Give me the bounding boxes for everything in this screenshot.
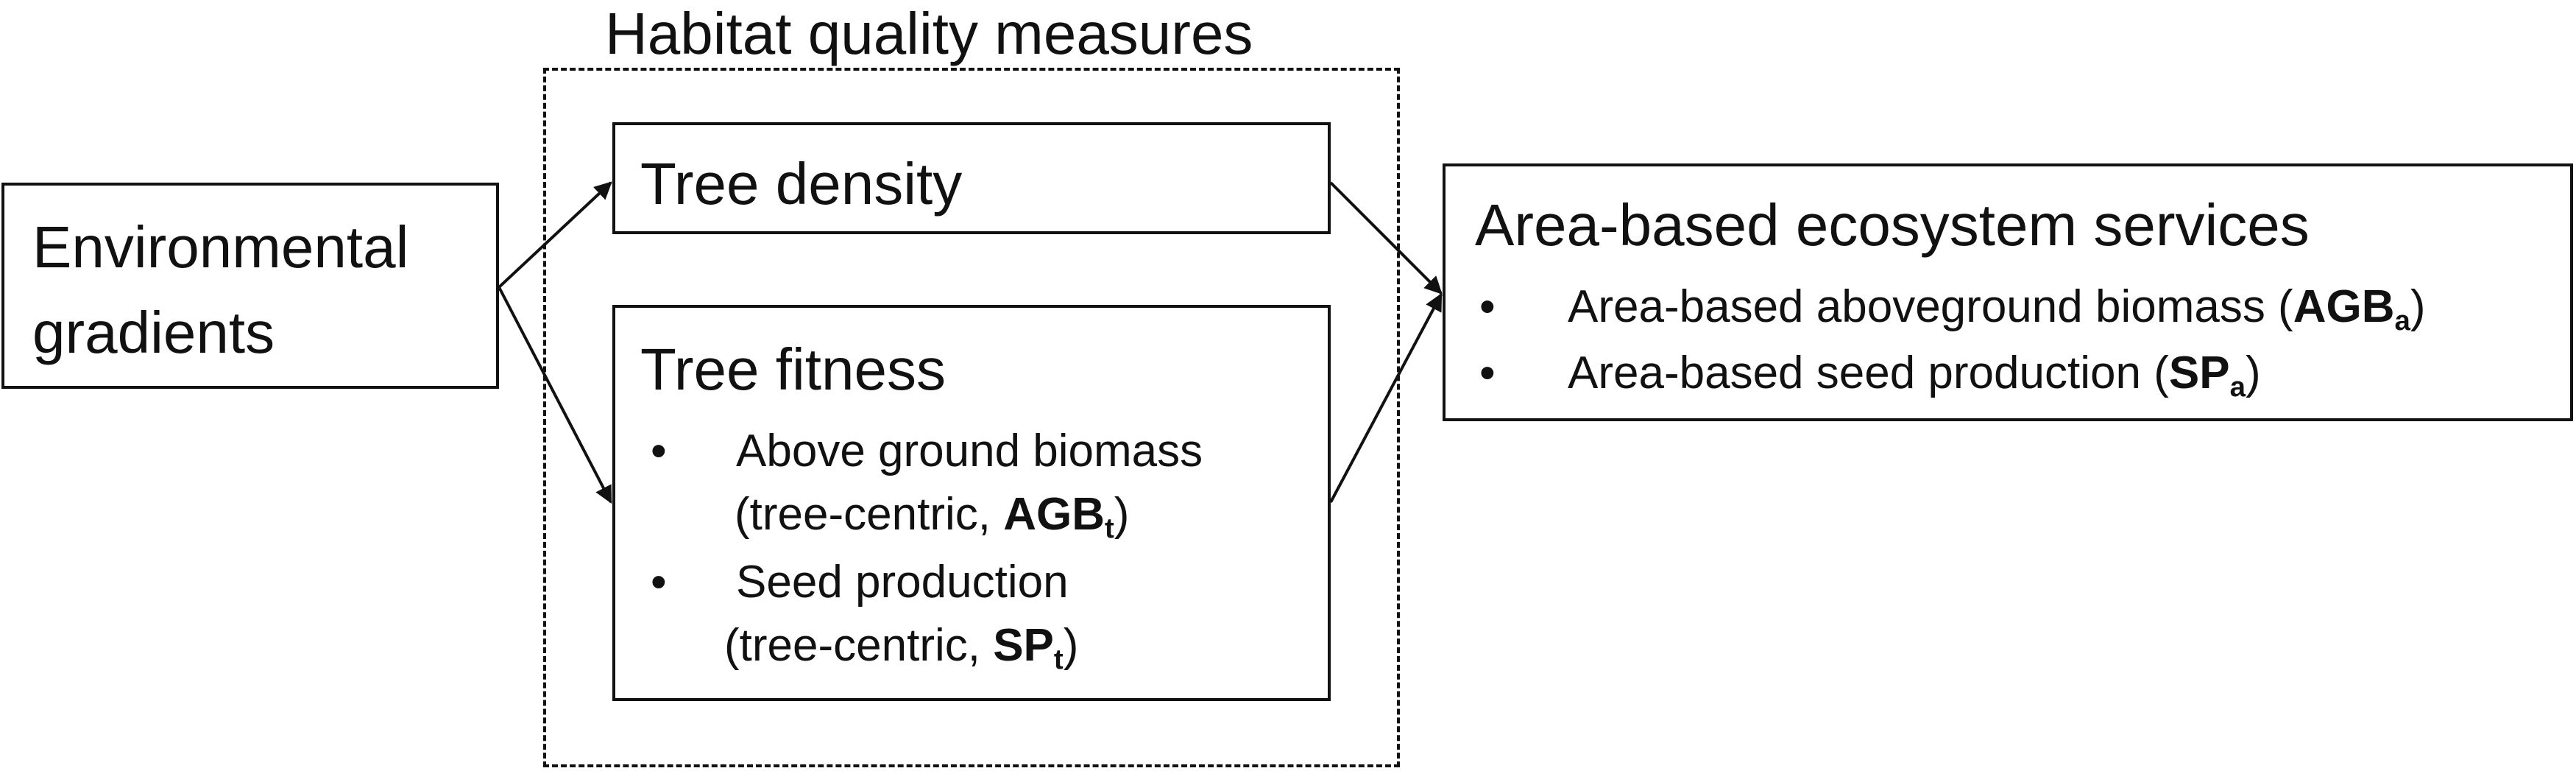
services-item-biomass-sub: a xyxy=(2394,304,2410,337)
tree-fitness-title: Tree fitness xyxy=(640,337,946,402)
services-item-biomass-suffix: ) xyxy=(2410,281,2426,332)
fitness-item-seed-line2: (tree-centric, SPt) xyxy=(724,620,1079,674)
habitat-quality-group xyxy=(543,68,1400,767)
fitness-item-biomass-code: AGB xyxy=(1003,489,1105,540)
fitness-item-biomass-line2: (tree-centric, AGBt) xyxy=(735,489,1130,543)
bullet-icon: • xyxy=(1479,348,1496,398)
fitness-item-seed-prefix: (tree-centric, xyxy=(724,620,994,671)
fitness-item-seed-suffix: ) xyxy=(1063,620,1079,671)
fitness-item-biomass-suffix: ) xyxy=(1114,489,1130,540)
fitness-item-seed-sub: t xyxy=(1053,643,1064,675)
services-item-biomass-prefix: Area-based aboveground biomass ( xyxy=(1568,281,2293,332)
services-item-biomass-code: AGB xyxy=(2293,281,2395,332)
environmental-gradients-line2: gradients xyxy=(32,300,275,365)
arrow-density-to-services xyxy=(1329,181,1443,295)
tree-density-box xyxy=(612,122,1331,234)
fitness-item-biomass-prefix: (tree-centric, xyxy=(735,489,1004,540)
environmental-gradients-box xyxy=(1,183,499,389)
fitness-item-seed-line1: Seed production xyxy=(736,557,1069,608)
arrow-env-to-density xyxy=(498,181,612,289)
habitat-quality-title: Habitat quality measures xyxy=(605,1,1253,66)
arrow-env-to-fitness xyxy=(498,286,612,504)
fitness-item-biomass-sub: t xyxy=(1104,512,1114,544)
services-item-seed-suffix: ) xyxy=(2245,348,2261,398)
arrow-fitness-to-services xyxy=(1329,292,1443,503)
services-item-seed-sub: a xyxy=(2229,370,2246,403)
services-item-seed: Area-based seed production (SPa) xyxy=(1568,348,2261,401)
bullet-icon: • xyxy=(651,557,667,608)
fitness-item-seed-code: SP xyxy=(993,620,1054,671)
services-item-seed-code: SP xyxy=(2168,348,2230,398)
bullet-icon: • xyxy=(651,426,667,476)
tree-density-label: Tree density xyxy=(640,151,963,216)
ecosystem-services-title: Area-based ecosystem services xyxy=(1475,192,2310,258)
ecosystem-services-box xyxy=(1443,163,2573,421)
bullet-icon: • xyxy=(1479,281,1496,332)
services-item-biomass: Area-based aboveground biomass (AGBa) xyxy=(1568,281,2426,335)
fitness-item-biomass-line1: Above ground biomass xyxy=(736,426,1203,476)
environmental-gradients-line1: Environmental xyxy=(32,214,409,280)
tree-fitness-box xyxy=(612,305,1331,701)
services-item-seed-prefix: Area-based seed production ( xyxy=(1568,348,2169,398)
